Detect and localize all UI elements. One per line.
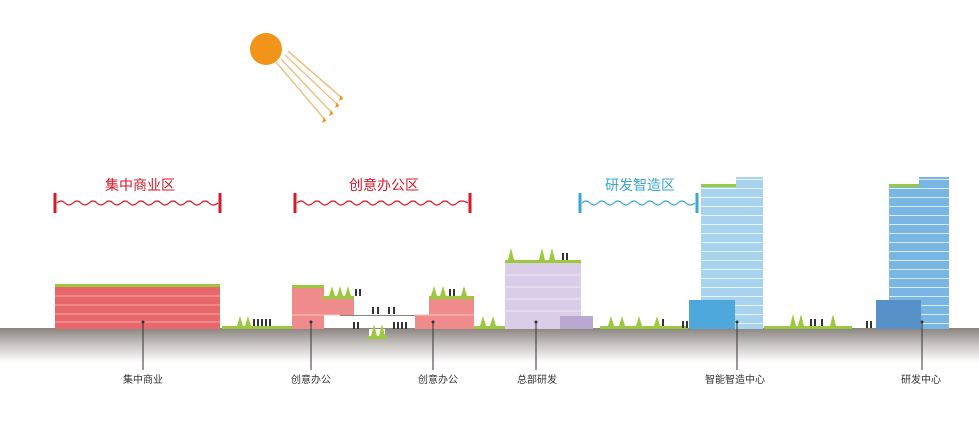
zone-marker-commercial bbox=[53, 193, 222, 213]
plaza-green-3 bbox=[764, 326, 852, 329]
label-commercial: 集中商业 bbox=[123, 375, 163, 386]
label-smart-manufacturing: 智能智造中心 bbox=[705, 375, 765, 386]
building-smart-manufacturing bbox=[689, 177, 763, 329]
ground bbox=[0, 328, 979, 362]
leader-lines bbox=[142, 322, 923, 370]
zone-marker-office bbox=[293, 193, 472, 213]
zone-marker-rnd bbox=[578, 193, 699, 213]
label-office-2: 创意办公 bbox=[418, 375, 458, 386]
building-commercial bbox=[55, 284, 220, 329]
building-office-1 bbox=[292, 285, 354, 329]
building-office-2 bbox=[415, 296, 506, 329]
building-hq bbox=[505, 260, 593, 329]
label-rnd-center: 研发中心 bbox=[901, 375, 941, 386]
zone-title-commercial: 集中商业区 bbox=[105, 178, 175, 194]
leader-dots bbox=[141, 320, 924, 324]
label-hq: 总部研发 bbox=[517, 375, 557, 386]
people-figures bbox=[253, 253, 872, 329]
label-office-1: 创意办公 bbox=[291, 375, 331, 386]
trees bbox=[237, 248, 836, 336]
plaza-green bbox=[222, 326, 292, 329]
zone-title-rnd: 研发智造区 bbox=[605, 178, 675, 194]
sunken-garden bbox=[340, 315, 415, 339]
building-rnd-center bbox=[876, 177, 949, 329]
sun-icon bbox=[250, 33, 344, 123]
zone-title-office: 创意办公区 bbox=[349, 178, 419, 194]
plaza-green-2 bbox=[600, 326, 688, 329]
